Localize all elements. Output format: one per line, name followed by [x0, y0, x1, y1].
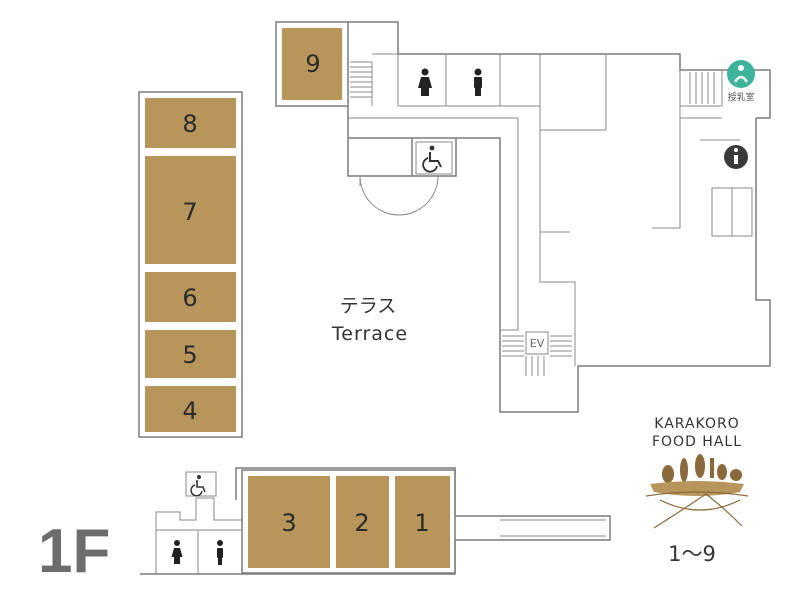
shop-8-number: 8	[182, 110, 197, 138]
shop-2-number: 2	[354, 509, 369, 537]
restroom-female-icon	[171, 540, 183, 564]
shop-6[interactable]: 6	[143, 270, 238, 324]
wheelchair-icon	[415, 141, 453, 175]
logo-waves	[645, 491, 749, 529]
shop-9[interactable]: 9	[280, 26, 344, 102]
shop-column-left: 8 7 6 5 4	[138, 91, 243, 438]
shop-8[interactable]: 8	[143, 96, 238, 150]
nursing-room-icon: 授乳室	[727, 60, 755, 103]
shop-3[interactable]: 3	[246, 474, 332, 570]
shop-7[interactable]: 7	[143, 154, 238, 266]
floor-label: 1F	[38, 517, 110, 586]
shop-2[interactable]: 2	[334, 474, 391, 570]
brand-line-2: FOOD HALL	[652, 434, 742, 450]
shop-4[interactable]: 4	[143, 384, 238, 434]
terrace-label-en: Terrace	[331, 323, 408, 345]
restroom-female-icon	[418, 68, 432, 96]
shop-3-number: 3	[281, 509, 296, 537]
shop-4-number: 4	[182, 397, 197, 425]
wheelchair-icon	[190, 475, 206, 497]
shop-5[interactable]: 5	[143, 328, 238, 380]
stairs-icon	[502, 335, 572, 376]
elevator-icon: EV	[525, 331, 549, 355]
shop-6-number: 6	[182, 284, 197, 312]
stairs-icon	[689, 72, 715, 104]
food-illustration-icon	[650, 454, 744, 496]
terrace-label-jp: テラス	[340, 295, 397, 317]
shop-1[interactable]: 1	[393, 474, 452, 570]
info-icon[interactable]	[724, 145, 748, 169]
shop-5-number: 5	[182, 341, 197, 369]
restroom-male-icon	[217, 540, 223, 565]
shop-7-number: 7	[182, 198, 197, 226]
nursing-room-label: 授乳室	[727, 91, 754, 103]
restroom-male-icon	[474, 68, 482, 96]
shop-9-number: 9	[305, 50, 320, 78]
stairs-icon	[350, 53, 398, 106]
shop-1-number: 1	[414, 509, 429, 537]
karakoro-food-hall-logo: KARAKORO FOOD HALL 1〜9	[645, 416, 749, 566]
brand-line-1: KARAKORO	[654, 416, 739, 432]
elevator-label: EV	[530, 337, 545, 350]
shop-range-label: 1〜9	[668, 542, 716, 566]
